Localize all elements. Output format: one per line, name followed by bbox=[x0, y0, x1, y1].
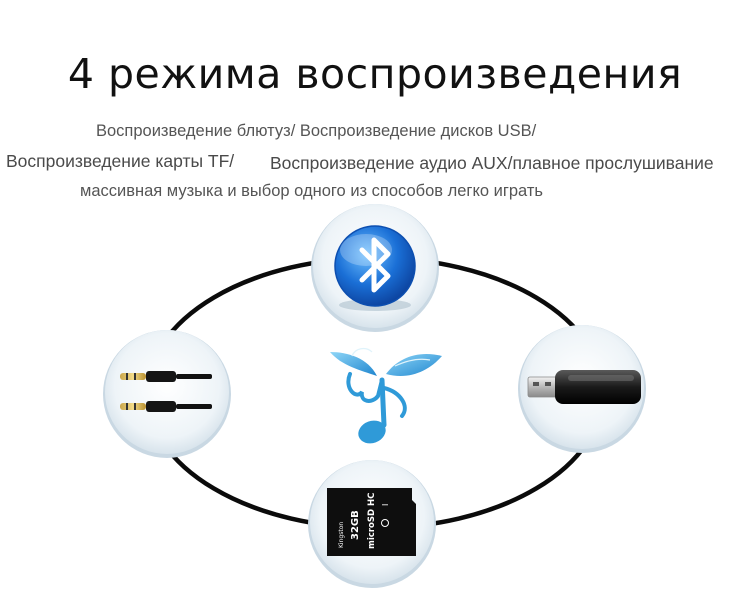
sd-card-speed-class: I bbox=[381, 504, 390, 506]
description-line-3: массивная музыка и выбор одного из спосо… bbox=[80, 182, 543, 200]
sd-card-capacity: 32GB bbox=[350, 510, 361, 540]
aux-cable-icon bbox=[120, 371, 212, 412]
bluetooth-mode bbox=[311, 204, 439, 332]
aux-mode bbox=[103, 330, 231, 458]
page-title: 4 режима воспроизведения bbox=[67, 50, 683, 98]
music-note-leaf-icon bbox=[330, 347, 442, 444]
description-line-2b: Воспроизведение аудио AUX/плавное прослу… bbox=[270, 153, 714, 173]
bluetooth-icon bbox=[334, 225, 416, 311]
usb-mode bbox=[518, 325, 646, 453]
description-line-2a: Воспроизведение карты TF/ bbox=[6, 151, 235, 171]
sd-card-type: microSD HC bbox=[367, 493, 377, 549]
description-line-1: Воспроизведение блютуз/ Воспроизведение … bbox=[96, 122, 537, 140]
sd-card-brand: Kingston bbox=[338, 522, 345, 548]
sd-card-mode: Kingston 32GB microSD HC I bbox=[308, 460, 436, 588]
usb-drive-icon bbox=[527, 370, 641, 404]
sd-card-icon: Kingston 32GB microSD HC I bbox=[327, 488, 416, 556]
